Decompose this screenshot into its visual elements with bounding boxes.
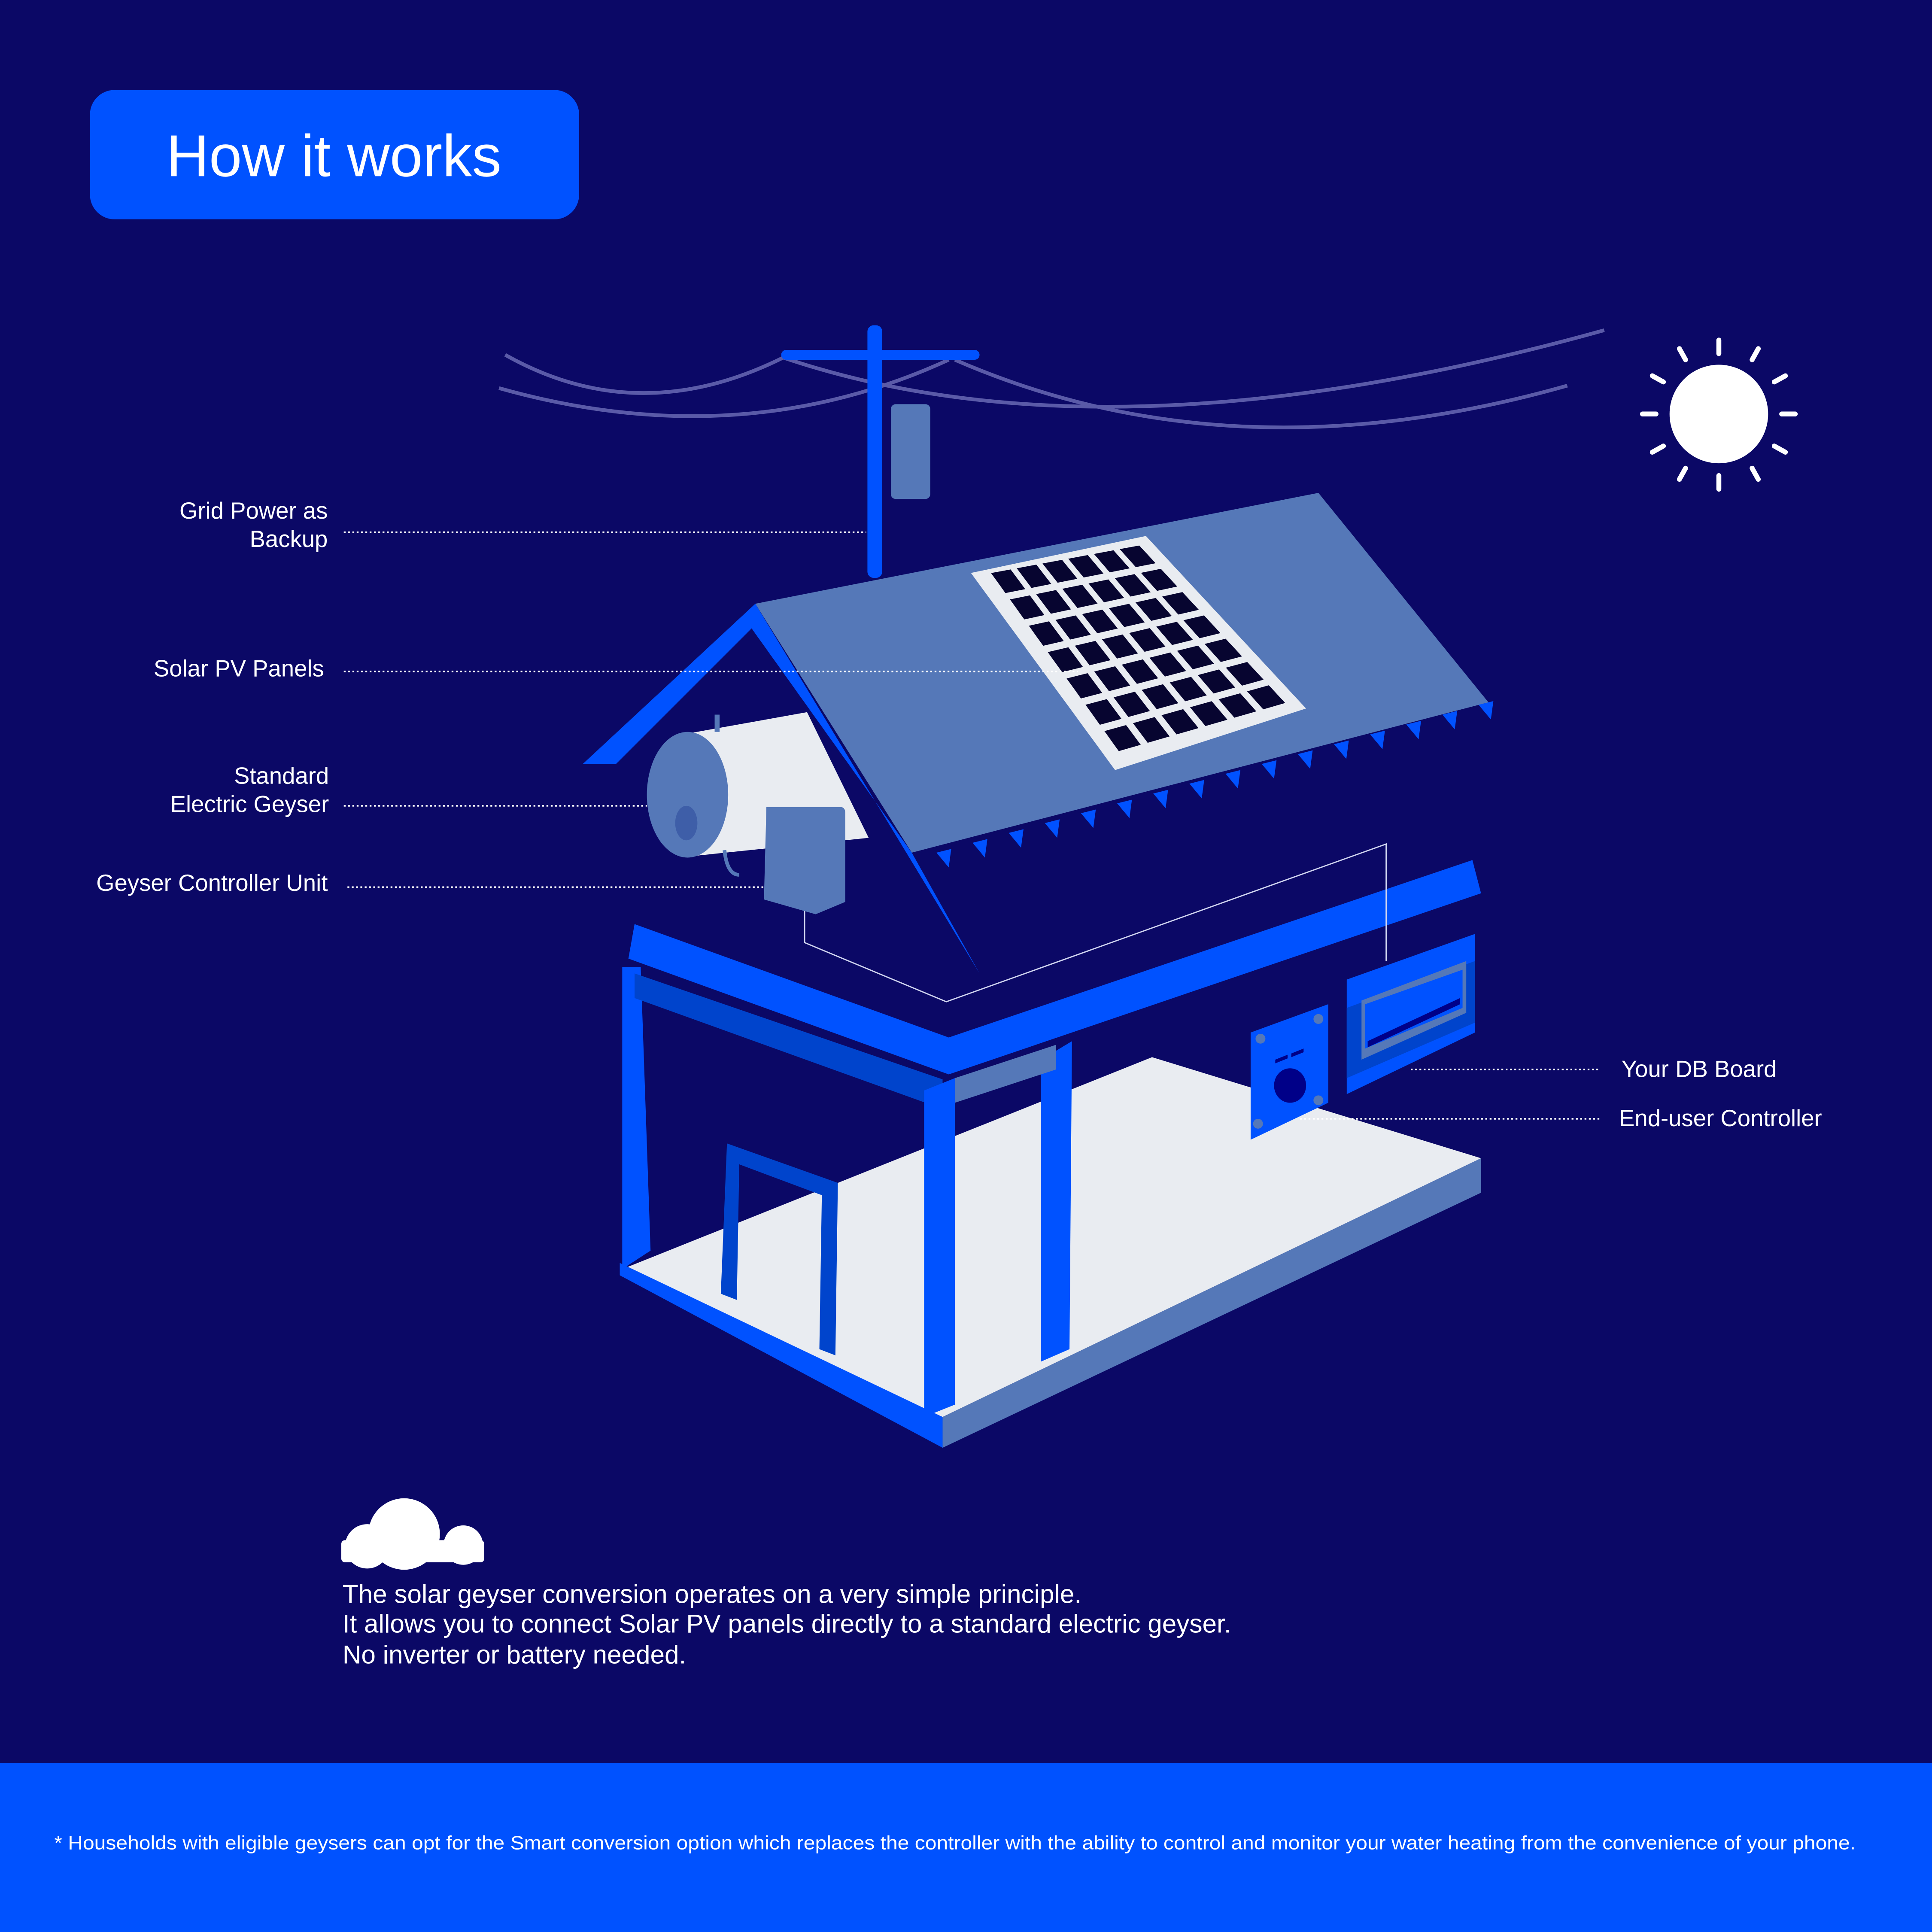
solar-cell xyxy=(1082,609,1118,634)
sun-icon xyxy=(1640,337,1798,492)
solar-cell xyxy=(1142,684,1179,709)
solar-cell xyxy=(1075,641,1111,665)
solar-cell xyxy=(1218,693,1257,718)
footer-note: * Households with eligible geysers can o… xyxy=(54,1833,1856,1854)
roof-edge-tooth xyxy=(1261,760,1277,779)
solar-cell xyxy=(1141,568,1178,591)
roof-edge-tooth xyxy=(1153,790,1168,808)
solar-cell xyxy=(1135,598,1172,621)
solar-cell xyxy=(1149,652,1186,677)
house-frame xyxy=(622,860,1481,1417)
roof-edge-tooth xyxy=(1370,730,1385,749)
solar-cell xyxy=(1109,604,1145,627)
description-line-1: The solar geyser conversion operates on … xyxy=(343,1580,1081,1609)
solar-cell xyxy=(1247,685,1285,710)
label-db-board: Your DB Board xyxy=(1622,1056,1777,1082)
roof-edge-tooth xyxy=(1406,720,1421,739)
solar-cell xyxy=(991,569,1025,593)
solar-cell xyxy=(1094,550,1130,573)
solar-cell xyxy=(1170,677,1207,702)
solar-cell xyxy=(1177,645,1214,669)
footer-bar: * Households with eligible geysers can o… xyxy=(0,1763,1932,1932)
end-user-controller xyxy=(1250,1004,1328,1140)
solar-cell xyxy=(1017,565,1051,588)
solar-cell xyxy=(1036,590,1071,614)
roof-edge-tooth xyxy=(1189,780,1204,799)
solar-cell xyxy=(1113,692,1150,717)
solar-cell xyxy=(1062,584,1098,608)
solar-cell xyxy=(1156,622,1193,645)
roof-edge-tooth xyxy=(1045,819,1060,838)
label-grid-power-line2: Backup xyxy=(250,526,328,552)
description-line-2: It allows you to connect Solar PV panels… xyxy=(343,1609,1231,1638)
solar-cell xyxy=(1085,699,1122,725)
solar-cell xyxy=(1088,579,1124,602)
db-board xyxy=(1346,934,1475,1094)
solar-cell xyxy=(1055,615,1091,640)
wiring-line xyxy=(804,843,1387,1002)
solar-cell xyxy=(1204,638,1242,662)
solar-cell xyxy=(1104,725,1141,751)
solar-cell xyxy=(1042,560,1078,583)
solar-pv-panel xyxy=(971,536,1306,770)
solar-cell xyxy=(1121,659,1158,684)
roof-edge-tooth xyxy=(1478,701,1494,720)
solar-cell xyxy=(1094,666,1130,691)
roof-edge-tooth xyxy=(1442,711,1458,729)
solar-cell xyxy=(1068,555,1104,578)
solar-cell xyxy=(1048,647,1083,672)
roof-edge-tooth xyxy=(1225,770,1241,789)
solar-cell xyxy=(1119,545,1156,568)
roof-edge-tooth xyxy=(1081,809,1096,828)
label-end-user-controller: End-user Controller xyxy=(1619,1105,1822,1131)
solar-cell xyxy=(1226,662,1264,686)
label-grid-power: Grid Power as xyxy=(179,498,328,524)
solar-cell xyxy=(1010,595,1045,620)
transformer xyxy=(890,404,930,499)
roof-edge-tooth xyxy=(1334,740,1349,759)
geyser-controller-unit xyxy=(764,807,845,914)
solar-cell xyxy=(1029,621,1064,646)
solar-cell xyxy=(1183,615,1221,638)
solar-cell xyxy=(1162,592,1199,615)
solar-cell xyxy=(1102,634,1138,659)
utility-pole xyxy=(781,325,980,578)
solar-cell xyxy=(1066,673,1103,699)
roof-edge-tooth xyxy=(1297,750,1313,769)
label-solar-pv: Solar PV Panels xyxy=(154,656,324,682)
page-title: How it works xyxy=(166,123,501,189)
solar-cell xyxy=(1115,574,1151,597)
solar-cell xyxy=(1161,709,1199,735)
description-line-3: No inverter or battery needed. xyxy=(343,1640,686,1669)
power-lines xyxy=(498,328,1605,429)
solar-cell xyxy=(1129,628,1166,652)
cloud-icon xyxy=(341,1498,484,1570)
label-geyser: Standard xyxy=(234,762,329,789)
solar-cell xyxy=(1190,701,1227,726)
roof-edge-tooth xyxy=(936,849,951,868)
title-badge: How it works xyxy=(90,90,579,219)
label-controller-unit: Geyser Controller Unit xyxy=(96,870,328,896)
roof-edge-tooth xyxy=(1117,799,1132,818)
solar-cell xyxy=(1197,669,1236,694)
roof-edge-tooth xyxy=(972,839,987,858)
roof-edge-tooth xyxy=(1009,829,1024,848)
label-geyser-line2: Electric Geyser xyxy=(170,791,329,817)
solar-cell xyxy=(1133,717,1170,743)
